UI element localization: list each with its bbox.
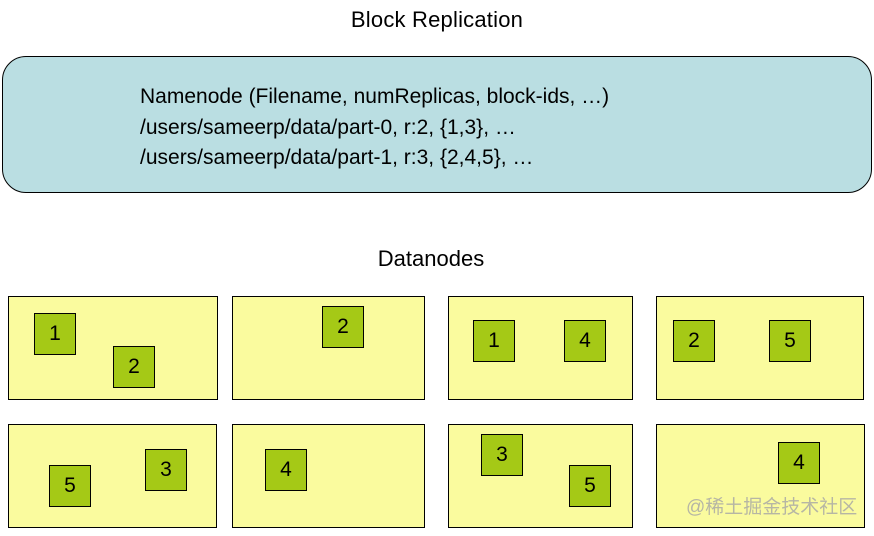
namenode-file-entry-1: /users/sameerp/data/part-0, r:2, {1,3}, …	[140, 115, 516, 139]
namenode-text: Namenode (Filename, numReplicas, block-i…	[140, 82, 609, 174]
datanode-box-6: 4	[232, 424, 425, 528]
replica-block-2: 2	[113, 346, 155, 388]
replica-block-5: 5	[769, 320, 811, 362]
watermark: @稀土掘金技术社区	[686, 497, 858, 518]
replica-block-2: 2	[322, 306, 364, 348]
replica-block-4: 4	[564, 320, 606, 362]
replica-block-3: 3	[481, 434, 523, 476]
replica-block-4: 4	[778, 442, 820, 484]
namenode-box: Namenode (Filename, numReplicas, block-i…	[2, 56, 872, 193]
datanode-box-8: 4	[656, 424, 865, 528]
replica-block-4: 4	[265, 449, 307, 491]
replica-block-5: 5	[569, 465, 611, 507]
slide-title: Block Replication	[350, 7, 524, 32]
namenode-header-line: Namenode (Filename, numReplicas, block-i…	[140, 85, 610, 108]
replica-block-5: 5	[49, 465, 91, 507]
replica-block-1: 1	[34, 313, 76, 355]
replica-block-3: 3	[145, 449, 187, 491]
namenode-file-entry-2: /users/sameerp/data/part-1, r:3, {2,4,5}…	[140, 146, 534, 169]
datanode-box-2: 2	[232, 296, 425, 400]
replica-block-2: 2	[673, 320, 715, 362]
replica-block-1: 1	[473, 320, 515, 362]
datanodes-heading: Datanodes	[377, 246, 485, 271]
